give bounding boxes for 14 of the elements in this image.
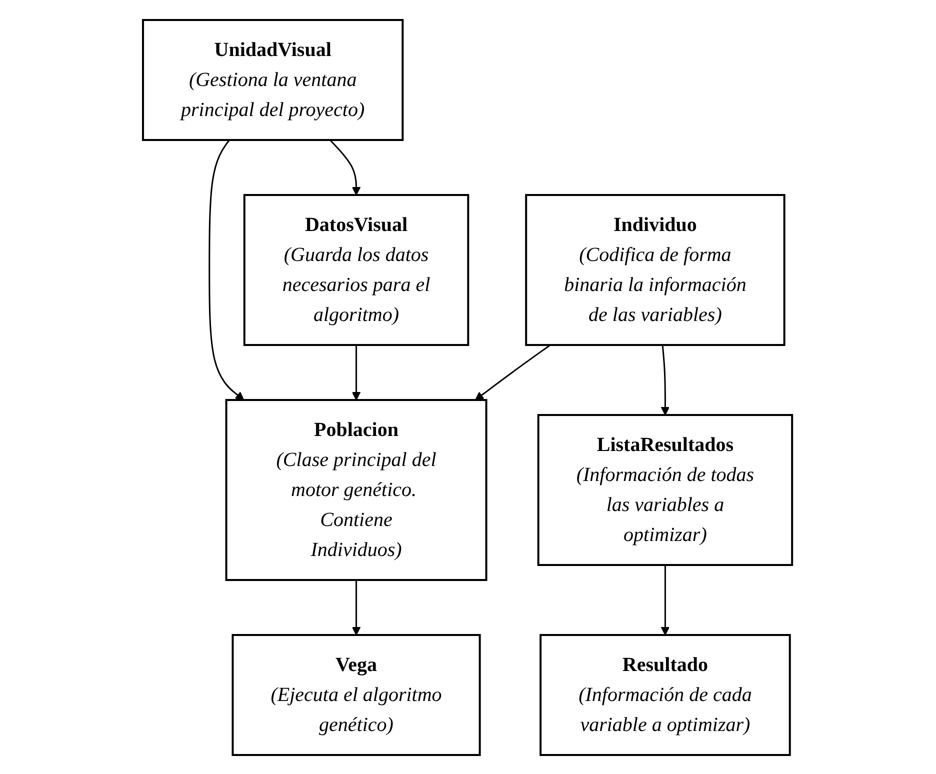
node-box: ListaResultados (Información de todas las variables a optimizar) [538,414,794,566]
node-box: DatosVisual (Guarda los datos necesarios para el algoritmo) [244,194,470,346]
arrow [475,344,552,400]
node-box: Vega (Ejecuta el algoritmo genético) [232,634,482,756]
arrow [661,344,670,415]
arrow [661,564,670,635]
node-box: Resultado (Información de cada variable a optimizar) [540,634,792,756]
node-box: Individuo (Codifica de forma binaria la información de las variables) [526,194,786,346]
arrow [330,138,362,195]
node-box: UnidadVisual (Gestiona la ventana principal del proyecto) [142,18,404,140]
node-box: Poblacion (Clase principal del motor genético. Contiene Individuos) [226,398,488,580]
arrow [209,139,245,400]
arrow [352,580,362,635]
arrow [352,344,362,400]
